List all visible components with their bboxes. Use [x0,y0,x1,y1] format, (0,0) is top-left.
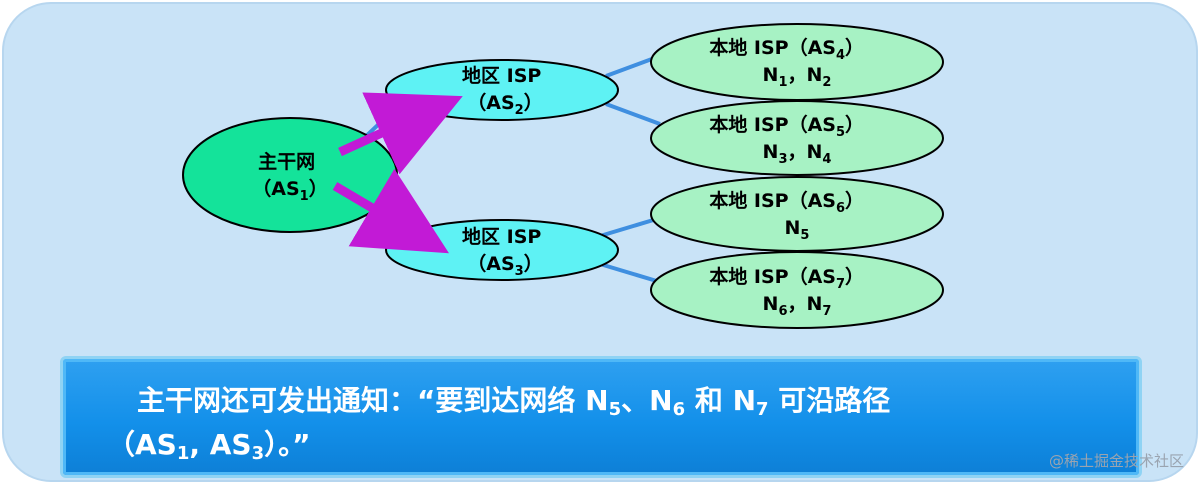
node-local-as7 [650,251,944,329]
backbone-label: 主干网 （AS1） [252,151,327,204]
regional-as2-label: 地区 ISP （AS2） [462,64,548,118]
announcement-box: 主干网还可发出通知：“要到达网络 N5、N6 和 N7 可沿路径（AS1, AS… [60,356,1142,478]
link-as3-as7 [599,262,661,284]
announcement-text: 主干网还可发出通知：“要到达网络 N5、N6 和 N7 可沿路径（AS1, AS… [107,384,891,464]
arrow-to-as3 [332,168,450,254]
node-local-as6 [650,176,944,252]
node-backbone [182,117,398,233]
arrow-to-as2 [338,92,463,175]
link-as2-as5 [605,102,661,126]
node-local-as4 [650,23,944,101]
announce-arrows [332,92,463,254]
link-as3-as6 [599,216,661,238]
local-as6-label: 本地 ISP（AS6） N5 [709,189,870,243]
node-local-as5 [650,100,944,176]
watermark: @稀土掘金技术社区 [1048,452,1184,470]
regional-as3-label: 地区 ISP （AS3） [462,225,548,279]
local-as7-label: 本地 ISP（AS7） N6，N7 [709,265,870,319]
local-as4-label: 本地 ISP（AS4） N1，N2 [709,36,870,90]
local-as5-label: 本地 ISP（AS5） N3，N4 [709,113,870,167]
